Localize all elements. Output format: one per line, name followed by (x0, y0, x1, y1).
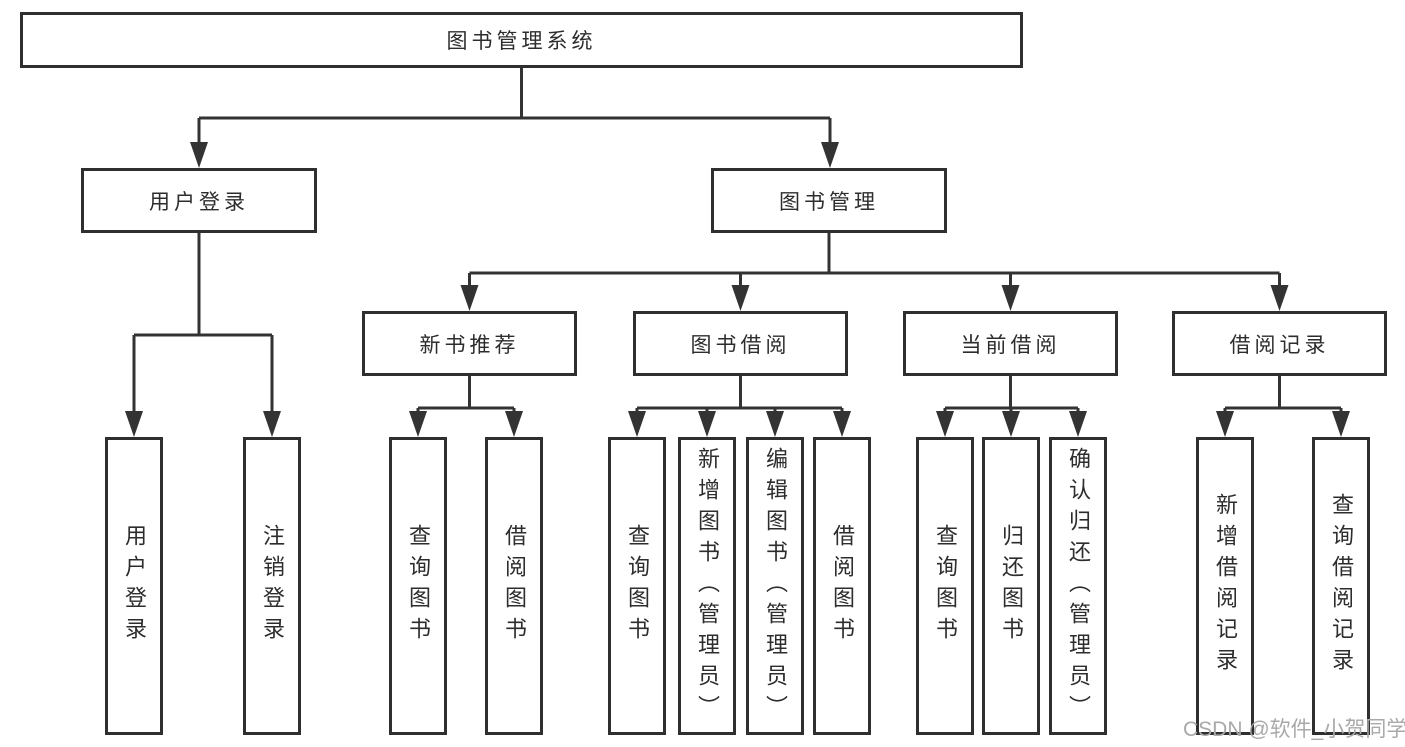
leaf-current-confirm-return-admin: 确认归还（管理员） (1049, 437, 1107, 735)
leaf-label: 归还图书 (999, 524, 1024, 648)
node-label: 图书借阅 (690, 333, 791, 357)
leaf-logout: 注销登录 (243, 437, 301, 735)
node-label: 当前借阅 (960, 333, 1061, 357)
leaf-recommend-query-books: 查询图书 (389, 437, 447, 735)
leaf-current-return-books: 归还图书 (982, 437, 1040, 735)
leaf-label: 查询图书 (406, 524, 431, 648)
leaf-label: 用户登录 (122, 524, 147, 648)
node-label: 用户登录 (149, 190, 249, 214)
leaf-label: 注销登录 (260, 524, 285, 648)
leaf-borrow-query-books: 查询图书 (608, 437, 666, 735)
node-label: 图书管理系统 (446, 30, 597, 53)
leaf-recommend-borrow-books: 借阅图书 (485, 437, 543, 735)
node-label: 新书推荐 (419, 333, 520, 357)
leaf-label: 新增借阅记录 (1213, 493, 1238, 679)
leaf-borrow-add-books-admin: 新增图书（管理员） (678, 437, 736, 735)
leaf-label: 查询借阅记录 (1329, 493, 1354, 679)
leaf-records-query-record: 查询借阅记录 (1312, 437, 1370, 735)
leaf-current-query-books: 查询图书 (916, 437, 974, 735)
leaf-label: 编辑图书（管理员） (763, 446, 788, 726)
node-book-management: 图书管理 (711, 168, 947, 233)
node-new-book-recommend: 新书推荐 (362, 311, 577, 376)
leaf-borrow-borrow-books: 借阅图书 (813, 437, 871, 735)
leaf-label: 借阅图书 (502, 524, 527, 648)
node-book-borrow: 图书借阅 (633, 311, 848, 376)
leaf-user-login: 用户登录 (105, 437, 163, 735)
node-user-login: 用户登录 (81, 168, 317, 233)
leaf-borrow-edit-books-admin: 编辑图书（管理员） (746, 437, 804, 735)
leaf-records-add-record: 新增借阅记录 (1196, 437, 1254, 735)
node-system-root: 图书管理系统 (20, 12, 1023, 68)
leaf-label: 借阅图书 (830, 524, 855, 648)
leaf-label: 查询图书 (933, 524, 958, 648)
node-borrow-records: 借阅记录 (1172, 311, 1387, 376)
leaf-label: 新增图书（管理员） (695, 446, 720, 726)
node-label: 借阅记录 (1229, 333, 1330, 357)
leaf-label: 查询图书 (625, 524, 650, 648)
node-current-borrow: 当前借阅 (903, 311, 1118, 376)
leaf-label: 确认归还（管理员） (1066, 446, 1091, 726)
node-label: 图书管理 (779, 190, 879, 214)
csdn-watermark: CSDN @软件_小贺同学 (1183, 718, 1405, 741)
